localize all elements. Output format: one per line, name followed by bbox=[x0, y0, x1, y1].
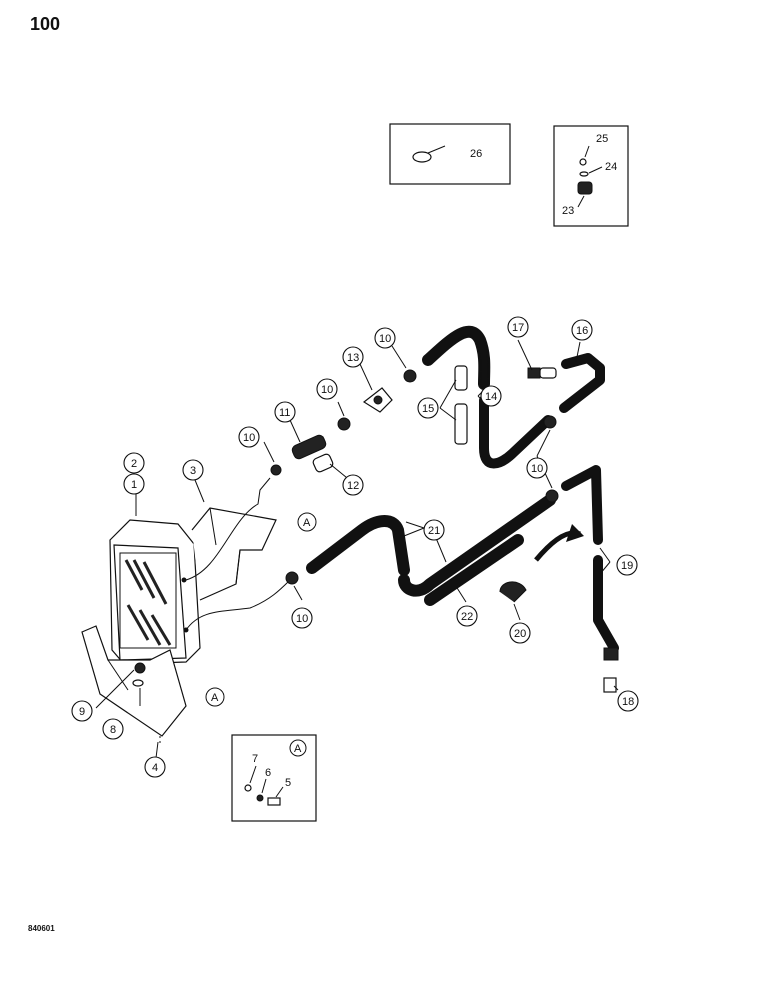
callout-20: 20 bbox=[509, 622, 531, 644]
label-23: 23 bbox=[562, 205, 574, 217]
svg-text:15: 15 bbox=[422, 403, 434, 415]
callout-3: 3 bbox=[182, 459, 204, 481]
upper-harness bbox=[270, 325, 605, 476]
label-7: 7 bbox=[252, 753, 258, 765]
svg-text:10: 10 bbox=[321, 384, 333, 396]
callout-4: 4 bbox=[144, 756, 166, 778]
work-lamp bbox=[109, 519, 201, 665]
svg-text:1: 1 bbox=[131, 479, 137, 491]
callout-12: 12 bbox=[342, 474, 364, 496]
callout-15: 15 bbox=[417, 397, 439, 419]
lower-harness bbox=[285, 465, 619, 693]
svg-text:18: 18 bbox=[622, 696, 634, 708]
svg-text:14: 14 bbox=[485, 391, 497, 403]
label-25: 25 bbox=[596, 133, 608, 145]
svg-text:22: 22 bbox=[461, 611, 473, 623]
callout-9: 9 bbox=[71, 700, 93, 722]
callout-16: 16 bbox=[571, 319, 593, 341]
callout-1: 1 bbox=[123, 473, 145, 495]
svg-text:10: 10 bbox=[243, 432, 255, 444]
label-26: 26 bbox=[470, 148, 482, 160]
svg-text:21: 21 bbox=[428, 525, 440, 537]
view-a-marker-2: A bbox=[211, 692, 219, 704]
leader-lines bbox=[95, 339, 619, 767]
inset-a: 7 6 5 A bbox=[231, 734, 317, 822]
figure-code: 840601 bbox=[28, 924, 55, 933]
callout-10-c: 10 bbox=[374, 327, 396, 349]
svg-text:20: 20 bbox=[514, 628, 526, 640]
svg-text:16: 16 bbox=[576, 325, 588, 337]
label-6: 6 bbox=[265, 767, 271, 779]
callout-14: 14 bbox=[480, 385, 502, 407]
svg-text:8: 8 bbox=[110, 724, 116, 736]
svg-text:17: 17 bbox=[512, 322, 524, 334]
svg-text:13: 13 bbox=[347, 352, 359, 364]
callout-10-e: 10 bbox=[291, 607, 313, 629]
callout-10-a: 10 bbox=[238, 426, 260, 448]
svg-text:4: 4 bbox=[152, 762, 158, 774]
inset-23-24-25: 25 24 23 bbox=[553, 125, 629, 227]
page-number: 100 bbox=[30, 14, 61, 34]
svg-text:10: 10 bbox=[296, 613, 308, 625]
callout-10-d: 10 bbox=[526, 457, 548, 479]
callout-21: 21 bbox=[423, 519, 445, 541]
lamp-bracket bbox=[81, 625, 187, 745]
view-a-marker-1: A bbox=[303, 517, 311, 529]
view-a-markers: A A bbox=[205, 512, 317, 707]
view-a-inset: A bbox=[294, 743, 302, 755]
callout-22: 22 bbox=[456, 605, 478, 627]
callout-10-b: 10 bbox=[316, 378, 338, 400]
svg-text:10: 10 bbox=[379, 333, 391, 345]
callout-18: 18 bbox=[617, 690, 639, 712]
label-24: 24 bbox=[605, 161, 617, 173]
svg-text:10: 10 bbox=[531, 463, 543, 475]
inset-26: 26 bbox=[389, 123, 511, 185]
svg-text:9: 9 bbox=[79, 706, 85, 718]
callout-8: 8 bbox=[102, 718, 124, 740]
callout-13: 13 bbox=[342, 346, 364, 368]
callout-2: 2 bbox=[123, 452, 145, 474]
callout-17: 17 bbox=[507, 316, 529, 338]
svg-text:11: 11 bbox=[279, 407, 290, 419]
callout-19: 19 bbox=[616, 554, 638, 576]
label-5: 5 bbox=[285, 777, 291, 789]
svg-text:19: 19 bbox=[621, 560, 633, 572]
callout-11: 11 bbox=[274, 401, 296, 423]
callouts: 2 1 3 4 8 9 10 11 10 12 13 10 15 14 17 1… bbox=[71, 316, 639, 778]
svg-text:2: 2 bbox=[131, 458, 137, 470]
svg-text:12: 12 bbox=[347, 480, 359, 492]
svg-text:3: 3 bbox=[190, 465, 196, 477]
lamp-shield bbox=[191, 507, 277, 601]
